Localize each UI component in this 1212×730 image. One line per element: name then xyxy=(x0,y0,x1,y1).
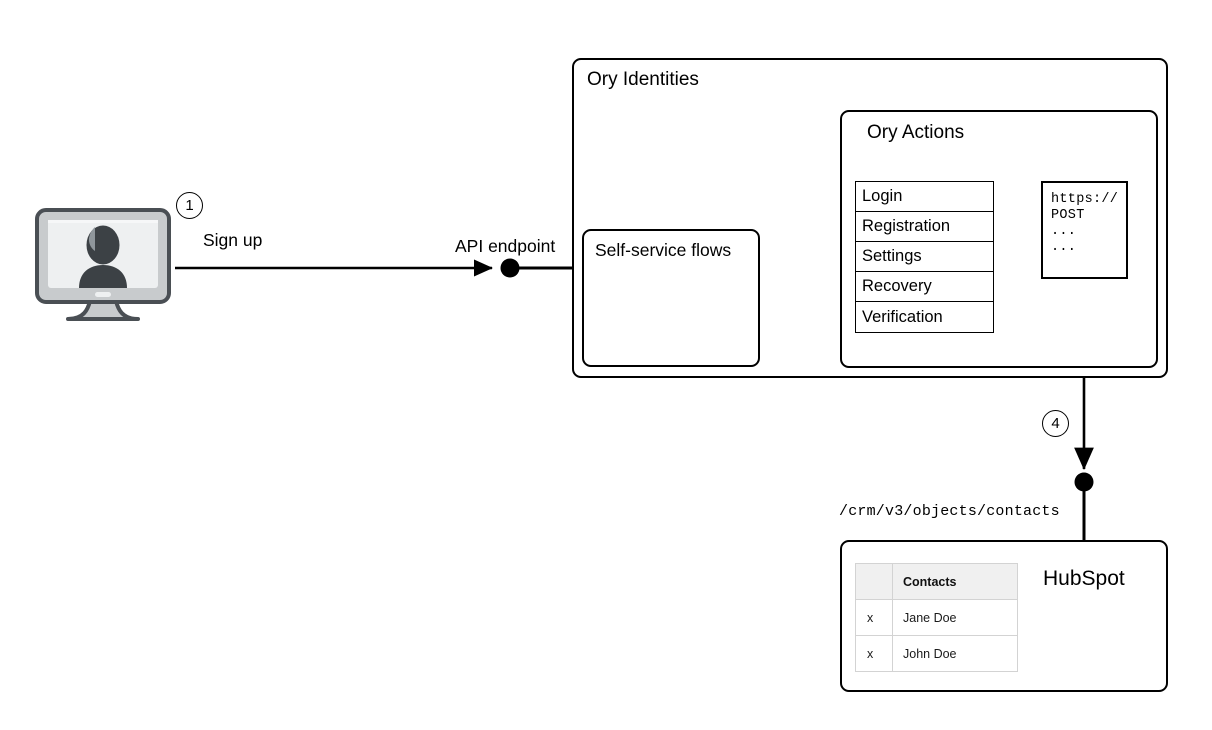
self-service-flows-box xyxy=(582,229,760,367)
webhook-line-body-2: ... xyxy=(1051,240,1077,255)
contacts-table: Contacts x Jane Doe x John Doe xyxy=(855,563,1018,672)
table-row[interactable]: x John Doe xyxy=(855,635,1018,672)
flow-item-login[interactable]: Login xyxy=(856,182,993,212)
flow-item-label: Settings xyxy=(862,247,922,265)
webhook-line-body-1: ... xyxy=(1051,224,1077,239)
step-marker-1: 1 xyxy=(176,192,203,219)
flow-item-label: Verification xyxy=(862,307,943,326)
flow-item-recovery[interactable]: Recovery xyxy=(856,272,993,302)
table-row[interactable]: x Jane Doe xyxy=(855,599,1018,636)
user-monitor-icon xyxy=(35,208,171,321)
row-contact-name: John Doe xyxy=(892,635,1018,672)
webhook-line-method: POST xyxy=(1051,208,1085,223)
row-contact-name: Jane Doe xyxy=(892,599,1018,636)
table-header-row: Contacts xyxy=(855,563,1018,600)
ory-actions-title: Ory Actions xyxy=(867,122,965,143)
ory-identities-title: Ory Identities xyxy=(587,69,699,90)
flow-item-settings[interactable]: Settings xyxy=(856,242,993,272)
hubspot-title: HubSpot xyxy=(1043,567,1125,590)
api-endpoint-label: API endpoint xyxy=(455,236,556,256)
hubspot-path-label: /crm/v3/objects/contacts xyxy=(839,503,1060,520)
flow-item-registration[interactable]: Registration xyxy=(856,212,993,242)
row-marker: x xyxy=(855,599,893,636)
self-service-flows-title: Self-service flows xyxy=(595,240,732,260)
table-header-contacts: Contacts xyxy=(892,563,1018,600)
flow-item-verification[interactable]: Verification xyxy=(856,302,993,332)
step-marker-4: 4 xyxy=(1042,410,1069,437)
flow-item-label: Login xyxy=(862,187,903,205)
api-endpoint-connector xyxy=(500,258,574,278)
flow-list: Login Registration Settings Recovery Ver… xyxy=(855,181,994,333)
flow-item-label: Registration xyxy=(862,217,951,235)
table-header-index xyxy=(855,563,893,600)
webhook-line-url: https:// xyxy=(1051,192,1119,207)
row-marker: x xyxy=(855,635,893,672)
signup-label: Sign up xyxy=(203,230,263,250)
webhook-code-box: https:// POST ... ... xyxy=(1041,181,1128,279)
flow-item-label: Recovery xyxy=(862,277,932,295)
